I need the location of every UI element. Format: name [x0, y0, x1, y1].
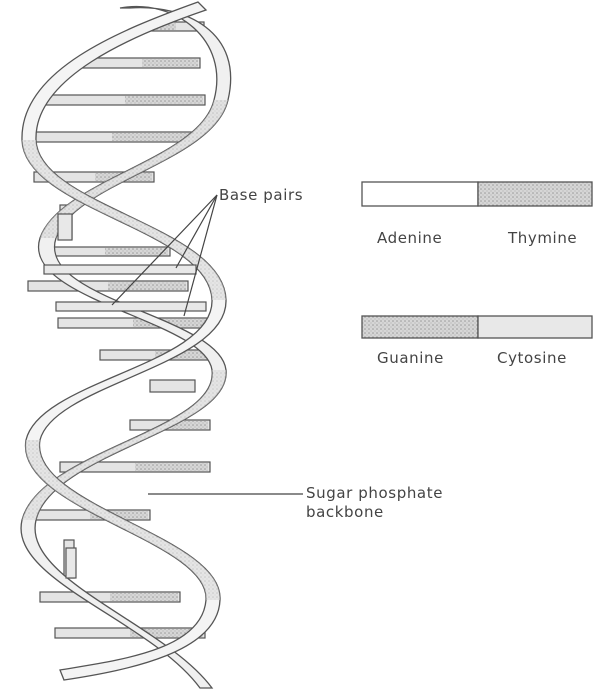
base-pairs-label: Base pairs [219, 186, 303, 204]
guanine-label: Guanine [377, 349, 444, 367]
legend-adenine-thymine [362, 182, 592, 206]
base-pair-rung [150, 380, 195, 392]
base-pair-rung [58, 214, 72, 240]
cytosine-label: Cytosine [497, 349, 567, 367]
guanine-bar [362, 316, 478, 338]
adenine-label: Adenine [377, 229, 442, 247]
base-pair-rung [56, 302, 206, 311]
backbone-strand-a [21, 7, 231, 688]
sugar-phosphate-label-line1: Sugar phosphate [306, 484, 443, 503]
sugar-phosphate-label-line2: backbone [306, 503, 443, 522]
thymine-label: Thymine [508, 229, 577, 247]
base-pair-shading [90, 23, 208, 637]
adenine-bar [362, 182, 478, 206]
thymine-bar [478, 182, 592, 206]
cytosine-bar [478, 316, 592, 338]
sugar-phosphate-backbone-label: Sugar phosphate backbone [306, 484, 443, 522]
legend-guanine-cytosine [362, 316, 592, 338]
base-pair-rung [44, 265, 196, 274]
base-pair-rung [66, 548, 76, 578]
